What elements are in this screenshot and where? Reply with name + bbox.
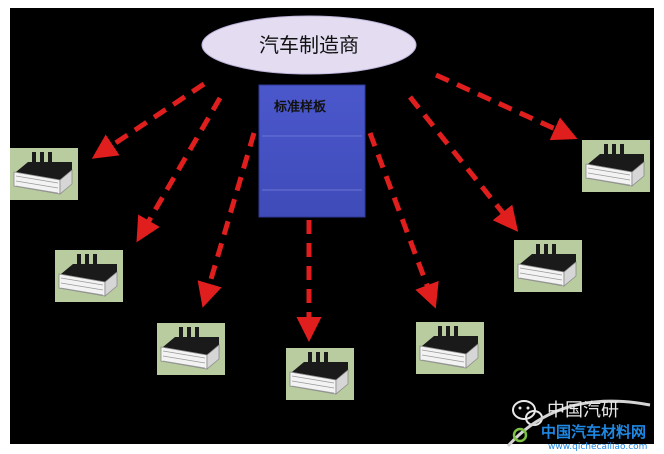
watermark-swoosh <box>506 399 651 448</box>
factory-7 <box>582 140 650 192</box>
watermark-line2: 中国汽车材料网 <box>541 423 646 441</box>
arrow-to-factory-7 <box>434 72 578 141</box>
watermark-ring <box>512 427 528 443</box>
arrow-to-factory-6 <box>408 95 519 232</box>
factory-3 <box>157 323 225 375</box>
watermark-line1: 中国汽研 <box>547 400 619 421</box>
arrow-to-factory-3 <box>197 132 257 308</box>
arrow-group <box>91 72 578 342</box>
factory-1 <box>10 148 78 200</box>
factory-2 <box>55 250 123 302</box>
factory-5 <box>416 322 484 374</box>
factory-6 <box>514 240 582 292</box>
sample-board-node: 标准样板 <box>258 84 366 218</box>
arrow-to-factory-2 <box>136 96 223 243</box>
sample-board <box>258 84 366 218</box>
watermark-line3: www.qichecailiao.com <box>548 442 647 452</box>
factory-4 <box>286 348 354 400</box>
watermark: 中国汽研 中国汽车材料网 www.qichecailiao.com <box>506 399 651 452</box>
manufacturer-ellipse <box>201 15 417 75</box>
manufacturer-label: 汽车制造商 <box>259 33 359 57</box>
arrow-to-factory-5 <box>367 132 439 309</box>
factory-group <box>10 140 650 400</box>
sample-board-label: 标准样板 <box>273 99 327 115</box>
manufacturer-node: 汽车制造商 <box>201 15 417 75</box>
